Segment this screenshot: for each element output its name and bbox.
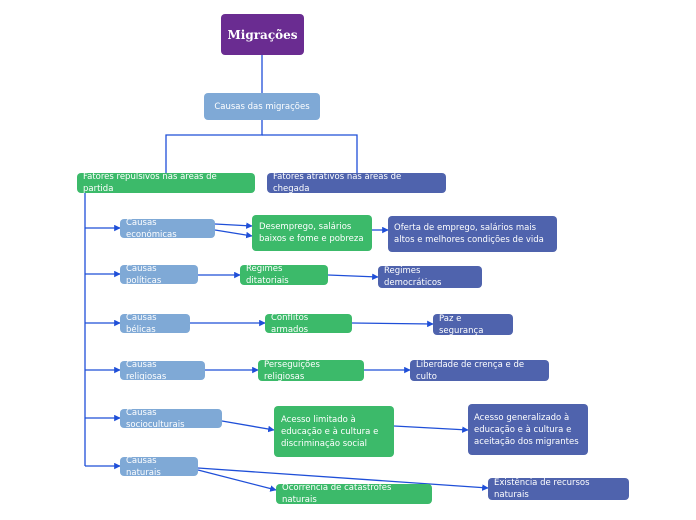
- attractive-economic[interactable]: Oferta de emprego, salários mais altos e…: [388, 216, 557, 252]
- repulsive-political[interactable]: Regimes ditatoriais: [240, 264, 328, 286]
- repulsive-natural[interactable]: Ocorrência de catástrofes naturais: [276, 483, 432, 505]
- root-node[interactable]: Migrações: [221, 14, 304, 55]
- repulsive-war[interactable]: Conflitos armados: [265, 313, 352, 335]
- link-att-4: [393, 425, 469, 433]
- attractive-factors-node[interactable]: Fatores atrativos nas áreas de chegada: [267, 172, 446, 194]
- attractive-war[interactable]: Paz e segurança: [433, 314, 513, 336]
- link-att-2: [351, 320, 434, 328]
- repulsive-sociocultural[interactable]: Acesso limitado à educação e à cultura e…: [274, 406, 394, 457]
- link-att-1: [327, 273, 379, 281]
- link-att-5: [197, 467, 489, 491]
- repulsive-religious[interactable]: Perseguições religiosas: [258, 360, 364, 382]
- link-level1-attractive: [262, 134, 358, 173]
- cause-political[interactable]: Causas políticas: [120, 264, 198, 286]
- cause-natural[interactable]: Causas naturais: [120, 456, 198, 478]
- cause-religious[interactable]: Causas religiosas: [120, 360, 205, 382]
- repulsive-factors-node[interactable]: Fatores repulsivos nas áreas de partida: [77, 172, 255, 194]
- attractive-religious[interactable]: Liberdade de crença e de culto: [410, 360, 549, 382]
- attractive-sociocultural[interactable]: Acesso generalizado à educação e à cultu…: [468, 404, 588, 455]
- attractive-political[interactable]: Regimes democráticos: [378, 266, 482, 288]
- link-level1-branches: [165, 120, 263, 173]
- cause-economic[interactable]: Causas económicas: [120, 218, 215, 240]
- link-rep-5: [197, 469, 277, 492]
- repulsive-economic[interactable]: Desemprego, salários baixos e fome e pob…: [252, 215, 372, 251]
- link-rep-0b: [214, 229, 253, 239]
- link-rep-0a: [214, 222, 253, 229]
- link-rep-4: [221, 420, 275, 433]
- cause-war[interactable]: Causas bélicas: [120, 313, 190, 335]
- attractive-natural[interactable]: Existência de recursos naturais: [488, 478, 629, 500]
- causes-node[interactable]: Causas das migrações: [204, 93, 320, 120]
- cause-sociocultural[interactable]: Causas socioculturais: [120, 408, 222, 430]
